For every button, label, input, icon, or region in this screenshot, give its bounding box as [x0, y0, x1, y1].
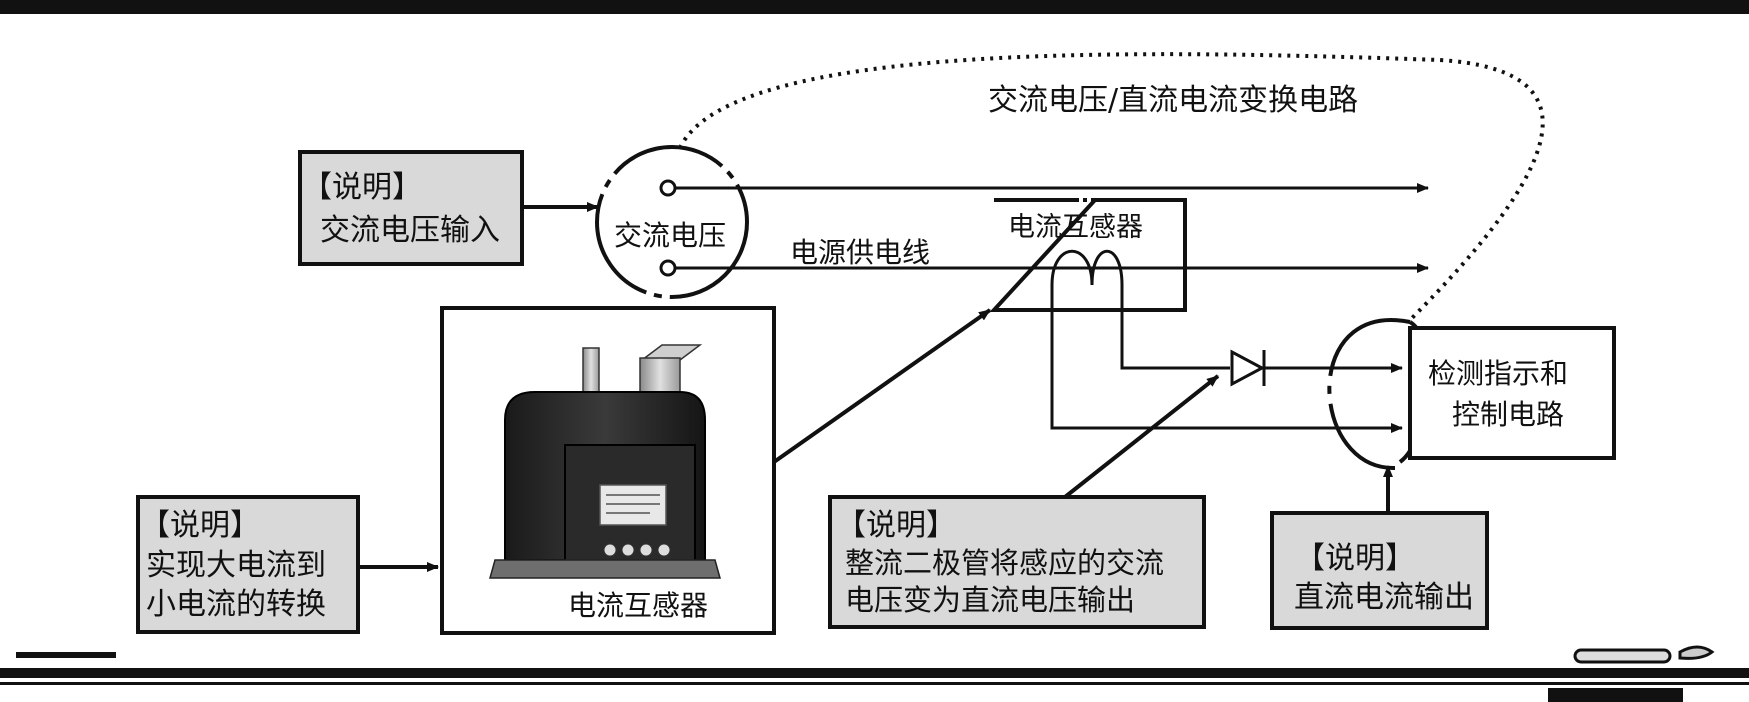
detector-label-line2: 控制电路	[1452, 398, 1564, 431]
note-rectifier-heading: 【说明】	[836, 508, 956, 543]
note-dc-output-line1: 直流电流输出	[1294, 580, 1474, 615]
note-ct-function-line1: 实现大电流到	[146, 548, 326, 583]
secondary-wire-lower	[1050, 310, 1403, 433]
ct-coil	[1050, 249, 1124, 310]
note-dc-output	[1270, 511, 1489, 630]
note-ct-function-line2: 小电流的转换	[146, 587, 326, 622]
diagram-title: 交流电压/直流电流变换电路	[988, 83, 1358, 118]
detector-box	[1408, 326, 1616, 460]
detection-circle	[1327, 318, 1411, 471]
note-ct-function-heading: 【说明】	[140, 508, 260, 543]
ct-box	[989, 198, 1187, 312]
note-ac-input-line1: 交流电压输入	[320, 213, 500, 248]
scan-artifact	[1573, 645, 1715, 664]
top-border	[0, 0, 1749, 14]
bottom-border-thin	[0, 682, 1749, 685]
ct-box-label: 电流互感器	[1008, 212, 1143, 243]
left-short-rule	[16, 652, 116, 658]
arrow-note-to-diode	[1063, 374, 1220, 499]
note-rectifier	[828, 495, 1206, 629]
secondary-wire-upper	[1120, 310, 1230, 370]
ac-source-label: 交流电压	[614, 219, 726, 252]
ct-photo	[489, 344, 721, 579]
rectifier-diode	[1230, 349, 1266, 387]
note-ct-function	[136, 495, 360, 634]
detector-label-line1: 检测指示和	[1428, 357, 1568, 390]
note-ac-input-heading: 【说明】	[302, 170, 422, 205]
bottom-right-block	[1548, 688, 1683, 702]
arrow-photo-to-ct	[772, 308, 992, 464]
note-ac-input	[298, 150, 524, 266]
power-line-label: 电源供电线	[790, 236, 930, 269]
note-rectifier-line1: 整流二极管将感应的交流	[845, 546, 1164, 580]
dotted-feedback-path	[678, 52, 1545, 322]
ac-source-circle	[595, 145, 749, 299]
ac-terminal-bottom	[659, 259, 677, 277]
bottom-border	[0, 668, 1749, 678]
note-dc-output-heading: 【说明】	[1295, 541, 1415, 576]
photo-caption: 电流互感器	[568, 589, 708, 622]
note-rectifier-line2: 电压变为直流电压输出	[845, 583, 1135, 617]
ac-terminal-top	[659, 179, 677, 197]
